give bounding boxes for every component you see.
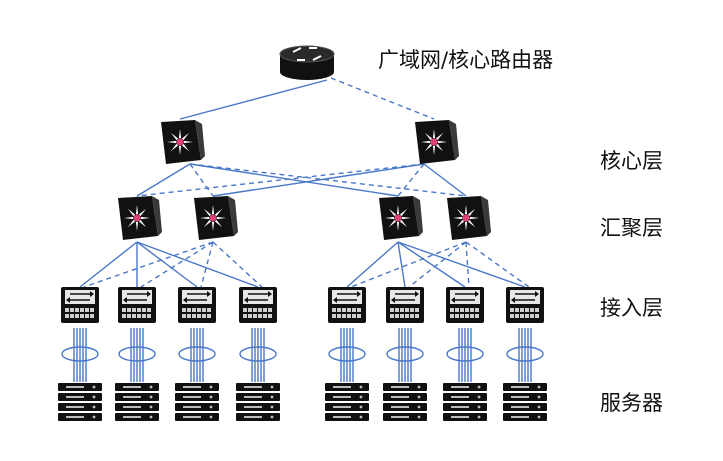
access-switch-icon bbox=[61, 287, 99, 323]
router-label: 广域网/核心路由器 bbox=[378, 48, 554, 72]
access-layer-label: 接入层 bbox=[600, 296, 663, 320]
router-icon bbox=[279, 45, 335, 80]
links-layer bbox=[61, 77, 544, 382]
link-core-aggregation bbox=[136, 163, 425, 197]
devices-layer bbox=[58, 45, 547, 421]
link-core-aggregation bbox=[397, 163, 425, 197]
server-rack-icon bbox=[175, 383, 219, 421]
link-aggregation-access bbox=[136, 241, 198, 288]
access-switch-icon bbox=[178, 287, 216, 323]
link-aggregation-ring bbox=[118, 346, 156, 362]
link-aggregation-ring bbox=[178, 346, 216, 362]
link-aggregation-ring bbox=[61, 346, 99, 362]
access-switch-icon bbox=[118, 287, 156, 323]
access-switch-icon bbox=[386, 287, 424, 323]
link-aggregation-access bbox=[350, 241, 467, 288]
aggregation-switch-icon bbox=[447, 196, 491, 240]
link-aggregation-access bbox=[397, 241, 466, 288]
link-aggregation-access bbox=[212, 241, 263, 288]
core-layer-label: 核心层 bbox=[600, 149, 663, 173]
link-aggregation-ring bbox=[239, 346, 277, 362]
link-aggregation-access bbox=[346, 241, 399, 288]
link-aggregation-access bbox=[465, 241, 530, 288]
link-aggregation-access bbox=[465, 241, 470, 288]
link-aggregation-ring bbox=[328, 346, 366, 362]
aggregation-layer-label: 汇聚层 bbox=[600, 216, 663, 240]
aggregation-switch-icon bbox=[379, 196, 423, 240]
access-switch-icon bbox=[446, 287, 484, 323]
server-rack-icon bbox=[503, 383, 547, 421]
access-switch-icon bbox=[506, 287, 544, 323]
server-rack-icon bbox=[325, 383, 369, 421]
core-switch-icon bbox=[161, 120, 205, 164]
server-rack-icon bbox=[443, 383, 487, 421]
link-aggregation-access bbox=[397, 241, 406, 288]
server-rack-icon bbox=[383, 383, 427, 421]
link-aggregation-access bbox=[200, 241, 214, 288]
link-aggregation-access bbox=[83, 241, 214, 288]
link-aggregation-access bbox=[397, 241, 526, 288]
core-switch-icon bbox=[415, 120, 459, 164]
link-aggregation-access bbox=[79, 241, 138, 288]
server-rack-icon bbox=[236, 383, 280, 421]
servers-layer-label: 服务器 bbox=[600, 391, 663, 415]
link-core-aggregation bbox=[136, 163, 191, 197]
link-core-aggregation bbox=[189, 163, 399, 197]
link-core-aggregation bbox=[212, 163, 425, 197]
link-router-core-1 bbox=[179, 79, 328, 120]
server-rack-icon bbox=[115, 383, 159, 421]
aggregation-switch-icon bbox=[118, 196, 162, 240]
link-aggregation-ring bbox=[386, 346, 424, 362]
link-aggregation-access bbox=[136, 241, 259, 288]
access-switch-icon bbox=[328, 287, 366, 323]
aggregation-switch-icon bbox=[194, 196, 238, 240]
link-core-aggregation bbox=[189, 163, 467, 197]
link-aggregation-ring bbox=[506, 346, 544, 362]
access-switch-icon bbox=[239, 287, 277, 323]
link-core-aggregation bbox=[423, 163, 467, 197]
link-aggregation-ring bbox=[446, 346, 484, 362]
server-rack-icon bbox=[58, 383, 102, 421]
link-core-aggregation bbox=[189, 163, 214, 197]
link-router-core-2 bbox=[330, 77, 435, 120]
link-aggregation-access bbox=[408, 241, 467, 288]
